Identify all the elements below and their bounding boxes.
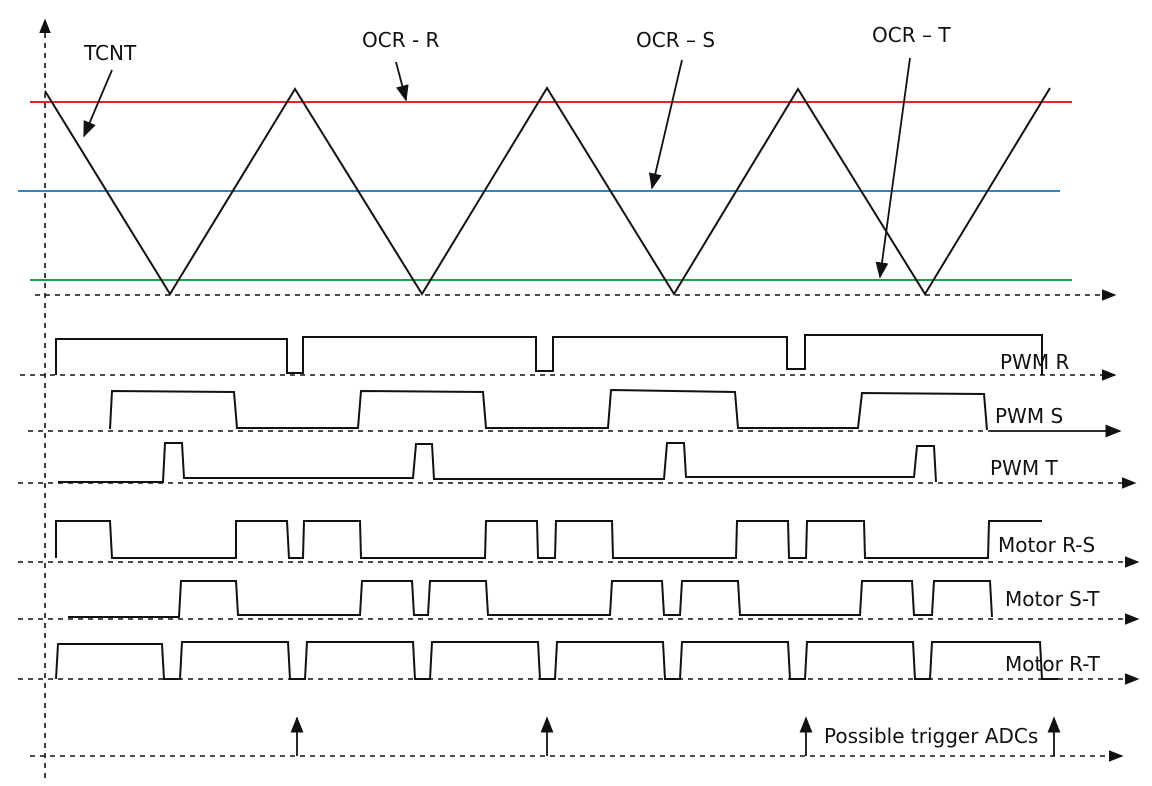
pwm-s-waveform	[109, 388, 988, 431]
motor-st-label: Motor S-T	[1005, 587, 1100, 611]
pwm-s-label: PWM S	[995, 404, 1063, 428]
pwm-r-label: PWM R	[1000, 350, 1069, 374]
ocr-r-pointer	[395, 61, 409, 102]
ocr-s-label: OCR – S	[636, 28, 715, 52]
motor-st-waveform	[68, 580, 993, 618]
pwm-t-label: PWM T	[990, 456, 1058, 480]
ocr-s-pointer	[649, 59, 683, 190]
motor-rt-label: Motor R-T	[1005, 652, 1101, 676]
pwm-t-waveform	[58, 442, 937, 483]
tcnt-label: TCNT	[83, 41, 137, 65]
trigger-label: Possible trigger ADCs	[824, 724, 1038, 748]
motor-rs-waveform	[55, 520, 1042, 559]
pwm-r-waveform	[55, 334, 1043, 375]
ocr-r-label: OCR - R	[362, 28, 440, 52]
motor-rs-label: Motor R-S	[998, 533, 1095, 557]
motor-rt-waveform	[55, 641, 1058, 680]
ocr-t-label: OCR – T	[872, 23, 951, 47]
tcnt-waveform	[44, 86, 1051, 296]
ocr-t-pointer	[875, 57, 911, 279]
tcnt-pointer	[83, 69, 113, 138]
